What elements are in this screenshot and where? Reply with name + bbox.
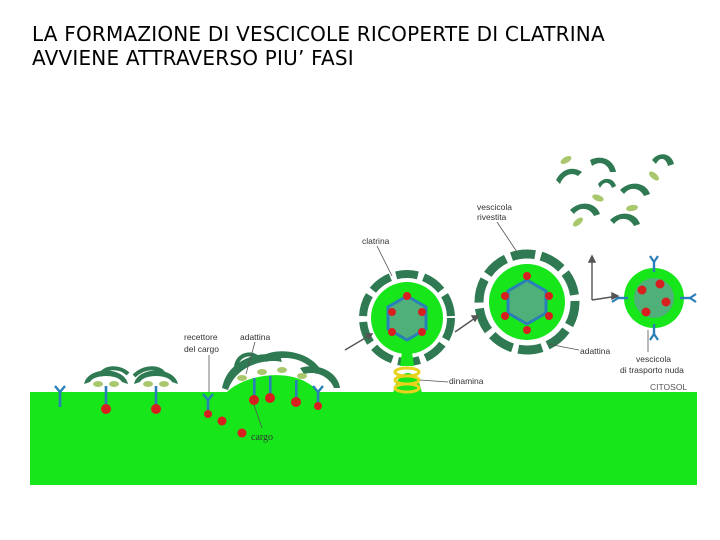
label-dinamina: dinamina bbox=[449, 376, 484, 386]
released-clathrin bbox=[556, 154, 674, 226]
label-vescicola-rivestita-1: vescicola bbox=[477, 202, 512, 212]
membrane bbox=[30, 392, 697, 485]
free-cargo-2 bbox=[238, 429, 247, 438]
label-adattina-top: adattina bbox=[240, 332, 271, 342]
free-cargo-1 bbox=[218, 417, 227, 426]
label-adattina-right: adattina bbox=[580, 346, 611, 356]
label-recettore-2: del cargo bbox=[184, 344, 219, 354]
label-recettore-1: recettore bbox=[184, 332, 218, 342]
coated-vesicle bbox=[479, 254, 575, 350]
label-citosol: CITOSOL bbox=[650, 382, 687, 392]
label-vescicola-rivestita-2: rivestita bbox=[477, 212, 507, 222]
label-cargo: cargo bbox=[251, 432, 273, 443]
naked-vesicle bbox=[612, 256, 696, 340]
label-vescicola-nuda-2: di trasporto nuda bbox=[620, 365, 684, 375]
budding-vesicle bbox=[363, 274, 451, 366]
label-vescicola-nuda-1: vescicola bbox=[636, 354, 671, 364]
label-clatrina: clatrina bbox=[362, 236, 390, 246]
